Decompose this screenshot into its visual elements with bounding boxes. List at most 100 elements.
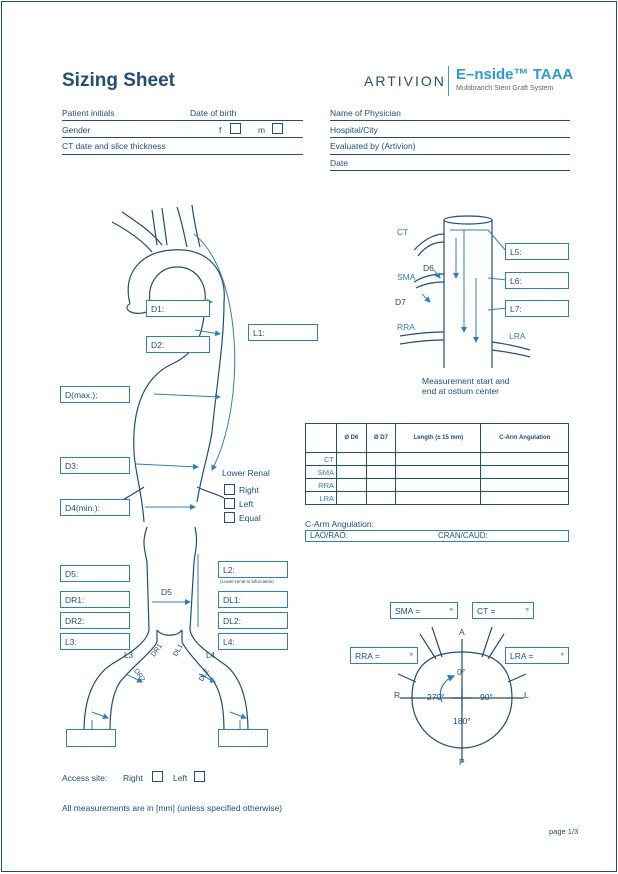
clock-diagram xyxy=(397,626,527,762)
hospital-city-field[interactable] xyxy=(330,137,570,138)
measurement-note-line2: end at ostium center xyxy=(422,386,500,396)
table-row-label: RRA xyxy=(305,478,337,492)
brand-subtitle: Multibranch Stent Graft System xyxy=(456,85,554,92)
ct-date-label: CT date and slice thickness xyxy=(62,141,166,151)
table-cell[interactable] xyxy=(365,478,397,492)
d5-diagram-label: D5 xyxy=(161,587,172,597)
dl1-field[interactable]: DL1: xyxy=(218,591,288,608)
gender-f-checkbox[interactable] xyxy=(230,123,241,134)
sma-angle-field[interactable]: SMA = ° xyxy=(390,602,458,619)
d2-field[interactable]: D2: xyxy=(146,336,210,353)
branch-measurement-lines xyxy=(421,229,508,343)
branch-measurement-table: Ø D6 Ø D7 Length (± 15 mm) C-Arm Angulat… xyxy=(305,423,569,505)
evaluated-by-label: Evaluated by (Artivion) xyxy=(330,141,416,151)
access-right-checkbox[interactable] xyxy=(152,771,163,782)
l7-field[interactable]: L7: xyxy=(505,300,569,317)
carm-title: C-Arm Angulation: xyxy=(305,519,374,529)
patient-initials-field[interactable] xyxy=(62,120,303,121)
table-cell[interactable] xyxy=(480,452,569,466)
degree-symbol: ° xyxy=(449,606,453,616)
date-of-birth-label: Date of birth xyxy=(190,108,237,118)
l3-field[interactable]: L3: xyxy=(60,633,130,650)
table-cell[interactable] xyxy=(480,491,569,505)
date-label: Date xyxy=(330,158,348,168)
deg-180-label: 180° xyxy=(453,716,471,726)
d1-field[interactable]: D1: xyxy=(146,300,210,317)
table-header-cell: Length (± 15 mm) xyxy=(395,423,482,453)
table-row: CT xyxy=(305,452,569,466)
posterior-label: P xyxy=(459,757,465,767)
degree-symbol: ° xyxy=(525,606,529,616)
l5-field[interactable]: L5: xyxy=(505,243,569,260)
l4-diagram-label: L4 xyxy=(206,651,215,660)
table-cell[interactable] xyxy=(336,491,367,505)
name-of-physician-field[interactable] xyxy=(330,120,570,121)
d6-label: D6 xyxy=(423,263,434,273)
table-cell[interactable] xyxy=(365,452,397,466)
dl2-field[interactable]: DL2: xyxy=(218,612,288,629)
table-row-label: CT xyxy=(305,452,337,466)
lra-angle-field[interactable]: LRA = ° xyxy=(505,647,569,664)
dr2-field[interactable]: DR2: xyxy=(60,612,130,629)
d7-label: D7 xyxy=(395,297,406,307)
deg-90-label: 90° xyxy=(480,692,493,702)
rra-angle-label: RRA = xyxy=(355,651,380,661)
table-header-cell xyxy=(305,423,337,453)
d5-field[interactable]: D5: xyxy=(60,565,130,582)
lower-renal-right-checkbox[interactable] xyxy=(224,484,235,495)
patient-initials-label: Patient initials xyxy=(62,108,115,118)
l6-field[interactable]: L6: xyxy=(505,272,569,289)
ct-date-field[interactable] xyxy=(62,154,303,155)
table-cell[interactable] xyxy=(336,465,367,479)
right-access-field[interactable] xyxy=(66,729,116,747)
cran-caud-label: CRAN/CAUD: xyxy=(438,531,488,540)
lra-angle-label: LRA = xyxy=(510,651,534,661)
lao-rao-label: LAO/RAO: xyxy=(310,531,348,540)
table-cell[interactable] xyxy=(365,491,397,505)
evaluated-by-field[interactable] xyxy=(330,154,570,155)
branch-vessel-diagram xyxy=(399,215,531,368)
table-cell[interactable] xyxy=(336,452,367,466)
ct-branch-label: CT xyxy=(397,227,409,237)
table-cell[interactable] xyxy=(365,465,397,479)
aorta-measurement-arrows xyxy=(91,233,247,730)
table-cell[interactable] xyxy=(395,465,482,479)
table-cell[interactable] xyxy=(480,465,569,479)
d3-field[interactable]: D3: xyxy=(60,457,130,474)
table-row: LRA xyxy=(305,491,569,505)
date-field[interactable] xyxy=(330,170,570,171)
table-cell[interactable] xyxy=(395,452,482,466)
ct-angle-field[interactable]: CT = ° xyxy=(472,602,534,619)
carm-angulation-field[interactable]: LAO/RAO: CRAN/CAUD: xyxy=(305,530,569,542)
l4-field[interactable]: L4: xyxy=(218,633,288,650)
table-cell[interactable] xyxy=(480,478,569,492)
access-left-checkbox[interactable] xyxy=(194,771,205,782)
dmax-field[interactable]: D(max.): xyxy=(60,386,130,403)
table-cell[interactable] xyxy=(395,491,482,505)
access-left-label: Left xyxy=(173,773,188,783)
d4min-field[interactable]: D4(min.): xyxy=(60,499,130,516)
lower-renal-right-label: Right xyxy=(239,485,259,495)
table-row-label: SMA xyxy=(305,465,337,479)
table-row: SMA xyxy=(305,465,569,479)
dr1-field[interactable]: DR1: xyxy=(60,591,130,608)
gender-field-line xyxy=(62,137,303,138)
gender-m-label: m xyxy=(258,125,266,135)
table-header-cell: Ø D7 xyxy=(365,423,397,453)
rotation-arrow xyxy=(439,674,456,703)
l2-field[interactable]: L2: xyxy=(218,561,288,578)
left-access-field[interactable] xyxy=(218,729,268,747)
l1-field[interactable]: L1: xyxy=(248,324,318,341)
table-header-cell: C-Arm Angulation xyxy=(480,423,569,453)
gender-m-checkbox[interactable] xyxy=(272,123,283,134)
lra-branch-label: LRA xyxy=(509,331,526,341)
degree-symbol: ° xyxy=(560,651,564,661)
lower-renal-title: Lower Renal xyxy=(222,468,270,478)
table-cell[interactable] xyxy=(395,478,482,492)
lower-renal-left-checkbox[interactable] xyxy=(224,498,235,509)
lower-renal-equal-checkbox[interactable] xyxy=(224,512,235,523)
rra-angle-field[interactable]: RRA = ° xyxy=(350,647,418,664)
hospital-city-label: Hospital/City xyxy=(330,125,378,135)
table-cell[interactable] xyxy=(336,478,367,492)
